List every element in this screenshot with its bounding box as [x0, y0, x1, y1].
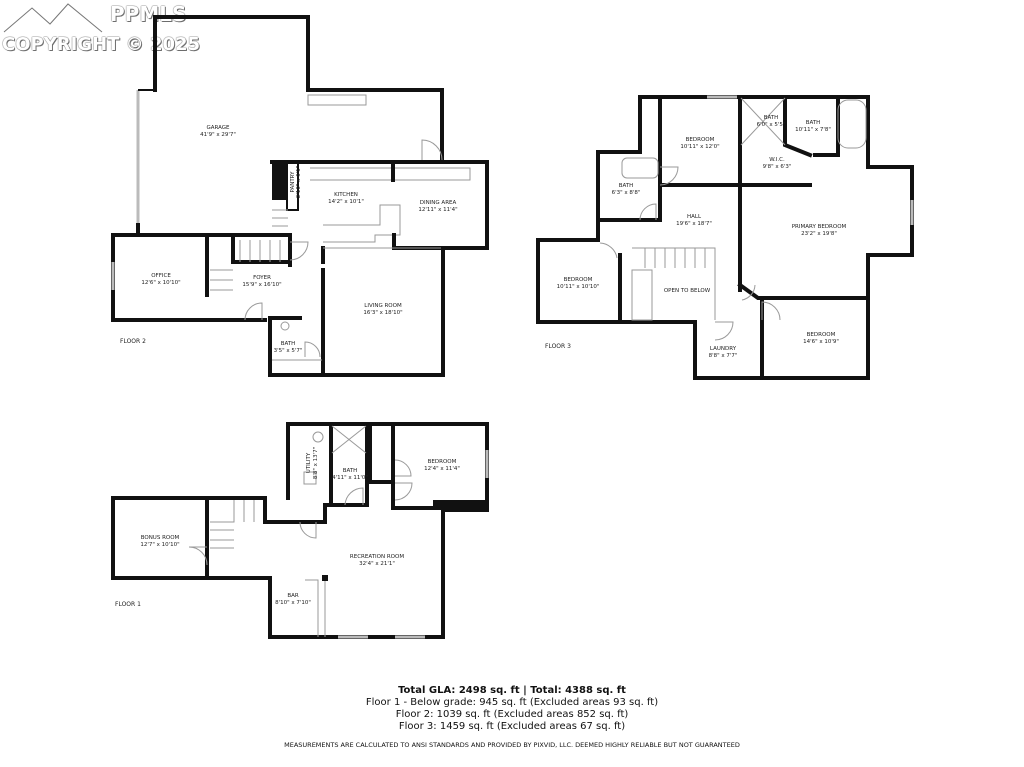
room-size: 14'2" x 10'1" — [328, 199, 364, 205]
room-size: 12'7" x 10'10" — [140, 542, 179, 548]
room-size: 14'6" x 10'9" — [803, 339, 839, 345]
room-name: RECREATION ROOM — [350, 554, 404, 560]
total-area: Total GLA: 2498 sq. ft | Total: 4388 sq.… — [398, 685, 626, 696]
room-size: 4'11" x 11'0" — [332, 475, 368, 481]
room-size: 23'2" x 19'8" — [801, 231, 837, 237]
room-name: PRIMARY BEDROOM — [792, 224, 847, 230]
room-size: 10'11" x 12'0" — [680, 144, 719, 150]
room-size: 2'10" x 6'1" — [296, 166, 302, 198]
floor-1-area: Floor 1 - Below grade: 945 sq. ft (Exclu… — [365, 697, 659, 708]
room-name: BEDROOM — [564, 277, 593, 283]
room-name: BATH — [343, 468, 358, 474]
room-size: 12'6" x 10'10" — [141, 280, 180, 286]
floor-2-label: FLOOR 2 — [120, 338, 146, 345]
room-name: LAUNDRY — [710, 346, 737, 352]
room-name: HALL — [687, 214, 702, 220]
floor-3-label: FLOOR 3 — [545, 343, 571, 350]
mountain-logo-icon — [2, 2, 104, 34]
room-name: GARAGE — [206, 125, 230, 131]
room-size: 41'9" x 29'7" — [200, 132, 236, 138]
room-name: FOYER — [253, 275, 271, 281]
room-size: 16'3" x 18'10" — [363, 310, 402, 316]
room-name: BONUS ROOM — [141, 535, 180, 541]
room-name: OFFICE — [151, 273, 171, 279]
room-name: BATH — [619, 183, 634, 189]
room-name: W.I.C. — [769, 157, 785, 163]
floor-1-label: FLOOR 1 — [115, 601, 141, 608]
room-name: BATH — [281, 341, 296, 347]
room-size: 32'4" x 21'1" — [359, 561, 395, 567]
room-name: UTILITY — [306, 452, 312, 473]
room-name: OPEN TO BELOW — [664, 288, 711, 294]
room-size: 6'3" x 8'8" — [612, 190, 641, 196]
room-size: 8'8" x 7'7" — [709, 353, 738, 359]
floor-2-plan: FLOOR 2 GARAGE 41'9" x 29'7" PANTRY 2'10… — [111, 15, 489, 377]
room-name: LIVING ROOM — [364, 303, 402, 309]
floor-1-plan: FLOOR 1 UTILITY 8'8" x 13'7" BATH 4'11" … — [111, 422, 489, 639]
floor-3-plan: FLOOR 3 BEDROOM 10'11" x 12'0" BATH 6'0"… — [536, 95, 914, 380]
room-size: 8'8" x 13'7" — [313, 447, 319, 479]
room-size: 12'11" x 11'4" — [418, 207, 457, 213]
room-name: BEDROOM — [428, 459, 457, 465]
room-size: 3'5" x 5'7" — [274, 348, 303, 354]
logo-copyright: COPYRIGHT © 2025 — [2, 34, 201, 55]
room-name: DINING AREA — [420, 200, 457, 206]
logo-brand: PPMLS — [110, 2, 187, 26]
room-size: 10'11" x 7'8" — [795, 127, 831, 133]
room-name: BEDROOM — [807, 332, 836, 338]
room-size: 9'8" x 6'3" — [763, 164, 792, 170]
room-name: BATH — [764, 115, 779, 121]
floor-2-area: Floor 2: 1039 sq. ft (Excluded areas 852… — [395, 709, 629, 720]
room-size: 6'0" x 5'5" — [757, 122, 786, 128]
floor-3-area: Floor 3: 1459 sq. ft (Excluded areas 67 … — [398, 721, 626, 732]
room-size: 8'10" x 7'10" — [275, 600, 311, 606]
room-size: 15'9" x 16'10" — [242, 282, 281, 288]
room-name: PANTRY — [290, 171, 296, 193]
disclaimer: MEASUREMENTS ARE CALCULATED TO ANSI STAN… — [284, 741, 740, 749]
room-name: BEDROOM — [686, 137, 715, 143]
room-name: KITCHEN — [334, 192, 358, 198]
room-size: 12'4" x 11'4" — [424, 466, 460, 472]
room-size: 10'11" x 10'10" — [557, 284, 600, 290]
room-size: 19'6" x 18'7" — [676, 221, 712, 227]
room-name: BATH — [806, 120, 821, 126]
room-name: BAR — [287, 593, 299, 599]
